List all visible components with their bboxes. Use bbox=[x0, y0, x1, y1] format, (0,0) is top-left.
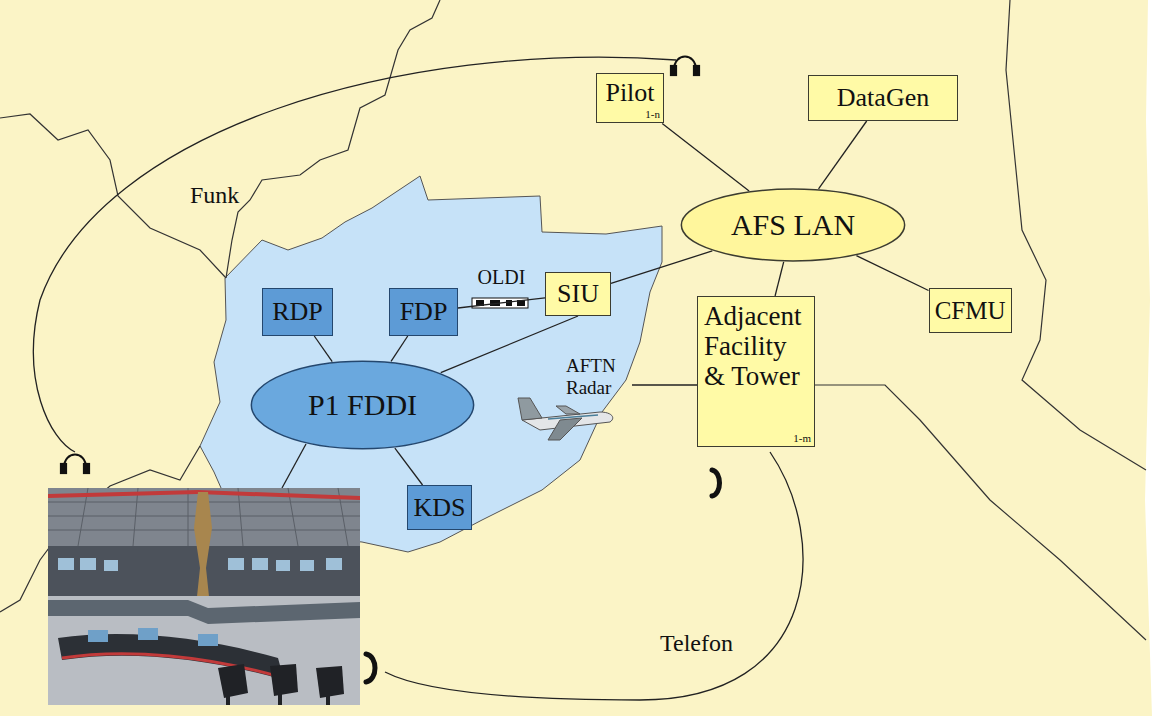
radar-line bbox=[632, 384, 697, 385]
box-label: CFMU bbox=[935, 297, 1006, 325]
connector-line bbox=[395, 448, 423, 485]
datagen-box: DataGen bbox=[808, 75, 958, 121]
box-label: KDS bbox=[413, 493, 465, 522]
console-line bbox=[282, 444, 306, 488]
link-label: Funk bbox=[190, 182, 239, 210]
phone-link bbox=[385, 452, 803, 700]
connector-line bbox=[856, 256, 928, 291]
connector-line bbox=[819, 121, 867, 189]
count-subscript: 1-m bbox=[793, 433, 811, 444]
lan-ellipse: AFS LAN bbox=[680, 188, 906, 262]
headset-icon bbox=[61, 455, 89, 474]
radio-link bbox=[33, 57, 676, 452]
processor-box: FDP bbox=[389, 288, 458, 336]
facility-box: Adjacent Facility & Tower 1-m bbox=[697, 296, 815, 447]
network-ellipse: P1 FDDI bbox=[250, 360, 475, 450]
connector-line bbox=[611, 251, 712, 284]
box-label: Pilot bbox=[605, 78, 654, 107]
processor-box: RDP bbox=[262, 288, 333, 336]
phone-icon bbox=[366, 654, 375, 682]
connector-line bbox=[611, 251, 712, 284]
box-label: DataGen bbox=[837, 83, 929, 112]
box-label: FDP bbox=[400, 297, 448, 326]
connector-line bbox=[856, 256, 928, 291]
box-label: Adjacent Facility & Tower bbox=[704, 301, 808, 392]
connector-line bbox=[441, 316, 578, 373]
pilot-box: Pilot 1-n bbox=[596, 73, 664, 123]
link-label: OLDI bbox=[478, 266, 526, 289]
connector-line bbox=[775, 262, 784, 296]
connector-line bbox=[441, 316, 578, 373]
connector-line bbox=[458, 298, 545, 308]
connector-line bbox=[391, 336, 408, 361]
display-box: KDS bbox=[407, 485, 472, 530]
connector-line bbox=[662, 123, 749, 190]
headset-icon bbox=[671, 57, 699, 76]
connector-line bbox=[458, 298, 545, 308]
connector-line bbox=[395, 448, 423, 485]
border-lines bbox=[0, 0, 1146, 640]
connector-line bbox=[819, 121, 867, 189]
connector-line bbox=[314, 336, 332, 362]
connector-line bbox=[662, 123, 749, 190]
box-label: AFS LAN bbox=[731, 208, 855, 242]
box-label: SIU bbox=[557, 279, 599, 308]
link-label: Telefon bbox=[660, 630, 733, 658]
connector-line bbox=[314, 336, 332, 362]
connector-line bbox=[391, 336, 408, 361]
airplane-icon bbox=[518, 398, 613, 440]
count-subscript: 1-n bbox=[645, 109, 660, 120]
connector-line bbox=[775, 262, 784, 296]
interface-box: SIU bbox=[545, 272, 611, 316]
box-label: RDP bbox=[272, 297, 323, 326]
link-label: AFTN Radar bbox=[566, 355, 626, 399]
phone-icon bbox=[712, 470, 720, 496]
box-label: P1 FDDI bbox=[308, 388, 417, 422]
control-room-photo bbox=[48, 488, 360, 705]
flow-unit-box: CFMU bbox=[929, 288, 1012, 333]
